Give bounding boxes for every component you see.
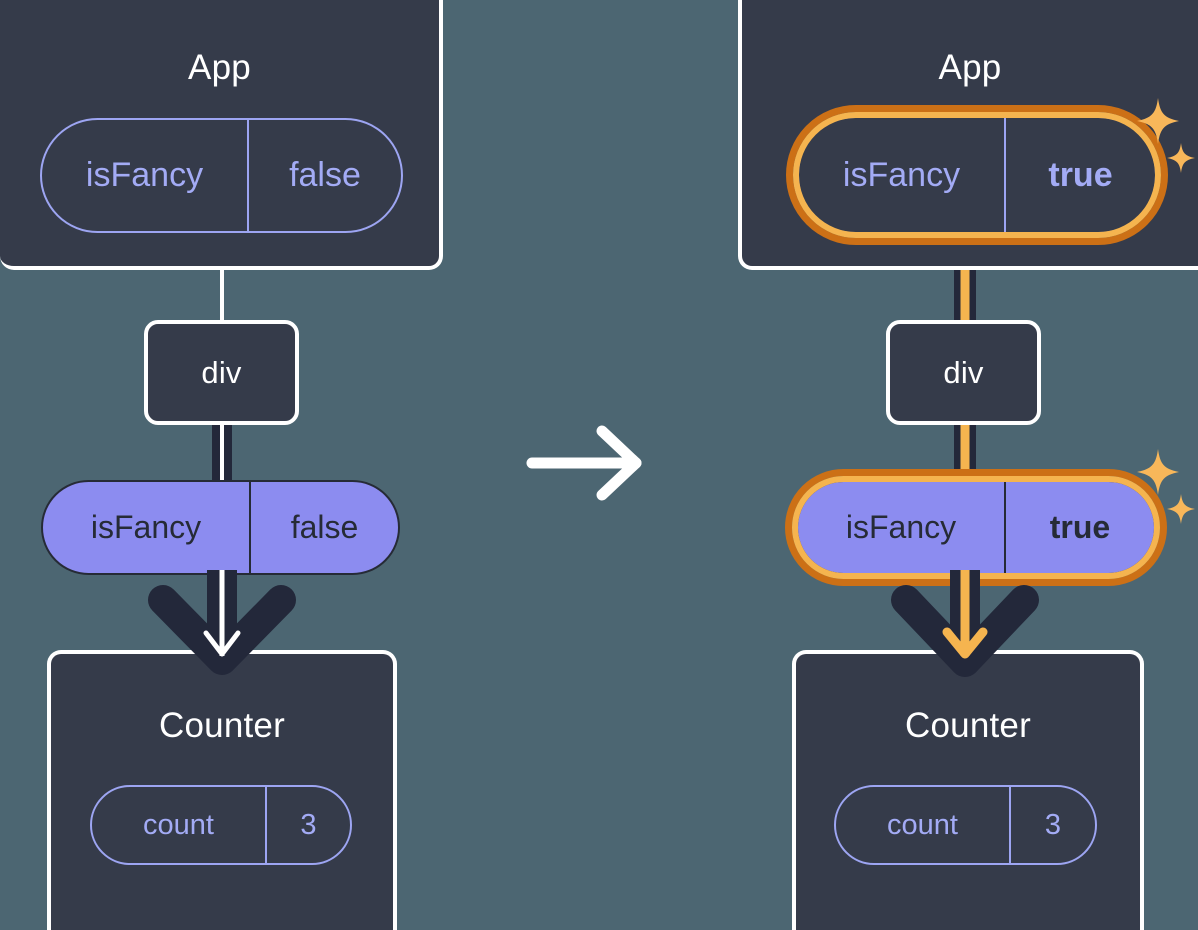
props-pill-value: false: [249, 482, 398, 573]
props-pill-value: true: [1004, 482, 1154, 573]
panel-before: App div Counter isFancy false isFancy fa…: [0, 0, 460, 930]
props-arrow-after: [891, 570, 1039, 677]
component-title-counter: Counter: [159, 706, 285, 745]
arrow-head-core: [942, 627, 988, 659]
component-title-app: App: [938, 48, 1002, 87]
component-title-div: div: [201, 354, 242, 390]
state-pill-app[interactable]: isFancy false: [40, 118, 403, 233]
state-pill-counter[interactable]: count 3: [90, 785, 352, 865]
state-pill-app-key: isFancy: [85, 156, 204, 194]
arrow-head-core: [203, 630, 241, 657]
panel-after: App div Counter isFancy true isFancy tru…: [738, 0, 1198, 930]
props-pill-key: isFancy: [845, 509, 957, 545]
props-arrow-before: [148, 570, 296, 675]
state-pill-app-key: isFancy: [842, 155, 961, 194]
component-title-app: App: [188, 48, 251, 87]
component-box-counter[interactable]: Counter: [47, 650, 397, 930]
state-pill-counter-value: 3: [265, 787, 350, 863]
component-title-div: div: [943, 354, 984, 390]
props-pill-isfancy[interactable]: isFancy false: [41, 480, 400, 575]
component-title-counter: Counter: [905, 706, 1031, 745]
component-box-div[interactable]: div: [144, 320, 299, 425]
state-pill-counter-key: count: [143, 808, 214, 841]
arrow-right-icon: [526, 425, 642, 501]
state-pill-app-value: true: [1004, 118, 1155, 232]
state-pill-counter-value: 3: [1009, 787, 1095, 863]
props-pill-key: isFancy: [90, 509, 202, 545]
state-pill-counter-key: count: [887, 808, 958, 841]
component-box-div[interactable]: div: [886, 320, 1041, 425]
state-pill-counter[interactable]: count 3: [834, 785, 1097, 865]
state-pill-app-value: false: [247, 120, 401, 231]
